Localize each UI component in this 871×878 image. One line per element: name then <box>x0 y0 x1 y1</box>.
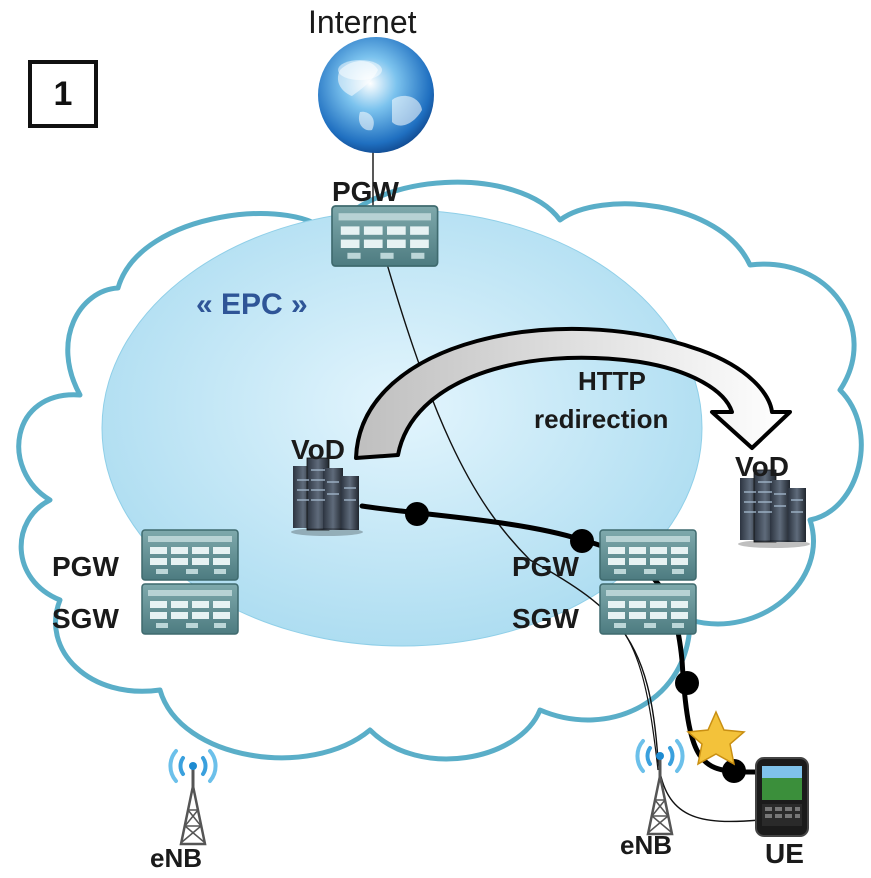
vod-right-label: VoD <box>735 451 789 482</box>
http-redirection-arrow <box>354 326 792 460</box>
pgw-top-rack <box>331 205 439 267</box>
star-icon <box>686 710 746 766</box>
redirection-label: redirection <box>534 404 669 434</box>
pgw-right-label: PGW <box>512 551 579 582</box>
sgw-left-label: SGW <box>52 603 119 634</box>
sgw-left-rack <box>141 583 239 635</box>
antenna-tower-icon <box>635 739 685 836</box>
pgw-left-label: PGW <box>52 551 119 582</box>
sgw-right-label: SGW <box>512 603 579 634</box>
path-node <box>405 502 429 526</box>
phone-icon <box>755 757 809 837</box>
path-node <box>675 671 699 695</box>
internet-label: Internet <box>308 4 417 40</box>
path-node <box>722 759 746 783</box>
enb-right-label: eNB <box>620 830 673 860</box>
ue-label: UE <box>765 838 804 869</box>
pgw-top-label: PGW <box>332 176 399 207</box>
path-node <box>570 529 594 553</box>
step-number: 1 <box>53 74 73 113</box>
enb-left-label: eNB <box>150 843 203 873</box>
vod-left-label: VoD <box>291 434 345 465</box>
pgw-left-rack <box>141 529 239 581</box>
antenna-tower-icon <box>168 749 218 846</box>
pgw-right-rack <box>599 529 697 581</box>
sgw-right-rack <box>599 583 697 635</box>
globe-icon <box>318 37 434 153</box>
http-label: HTTP <box>578 366 646 396</box>
step-number-box: 1 <box>28 60 98 128</box>
epc-label: « EPC » <box>196 288 308 321</box>
